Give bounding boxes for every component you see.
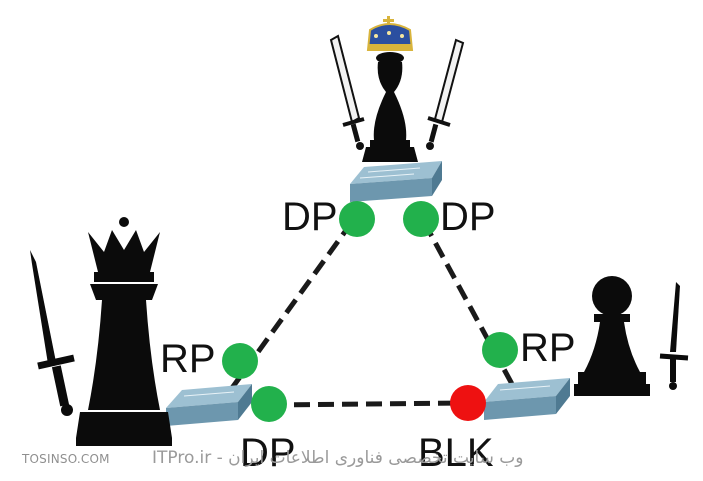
port-left-up xyxy=(222,343,258,379)
switch-right xyxy=(484,378,570,420)
watermark-center: ITPro.ir - وب سایت تخصصی فناوری اطلاعات … xyxy=(152,448,524,468)
queen-piece-icon xyxy=(30,217,172,446)
port-labels: DP DP RP DP RP BLK xyxy=(160,195,576,475)
port-left-right xyxy=(251,386,287,422)
port-right-blocked xyxy=(450,385,486,421)
sword-icon xyxy=(426,38,465,150)
port-label-root-left: DP xyxy=(282,195,338,239)
link-left-right xyxy=(269,400,469,408)
watermark-left: TOSINSO.COM xyxy=(22,452,110,466)
switch-root xyxy=(350,161,442,202)
pawn-piece-icon xyxy=(574,276,689,396)
port-root-left xyxy=(339,201,375,237)
port-label-right-up: RP xyxy=(520,326,576,370)
switch-left xyxy=(166,384,252,426)
port-label-root-right: DP xyxy=(440,195,496,239)
port-label-left-right: DP xyxy=(240,431,296,475)
port-right-up xyxy=(482,332,518,368)
king-piece-icon xyxy=(329,16,465,162)
port-label-right-blocked: BLK xyxy=(418,431,494,475)
ports xyxy=(222,201,518,422)
sword-icon xyxy=(659,282,689,390)
links xyxy=(229,220,515,408)
sword-icon xyxy=(329,34,365,150)
port-label-left-up: RP xyxy=(160,337,216,381)
port-root-right xyxy=(403,201,439,237)
sword-icon xyxy=(30,250,75,416)
